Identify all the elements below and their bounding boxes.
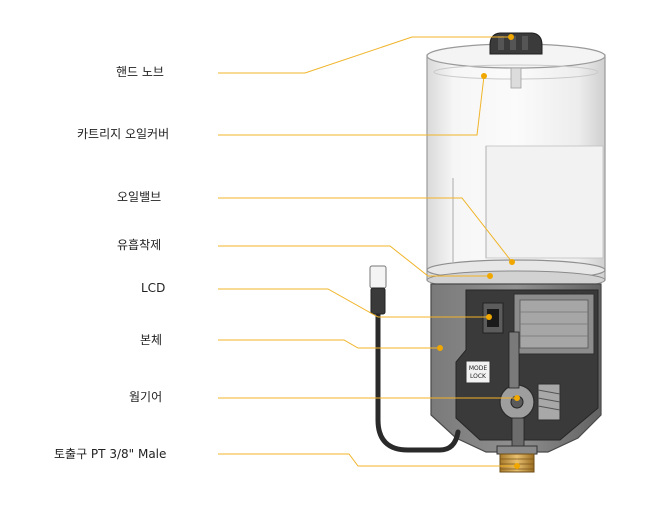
label-lcd: LCD [141,281,166,295]
label-outlet: 토출구 PT 3/8" Male [54,447,167,461]
marker-body [437,345,443,351]
label-absorbent: 유흡착제 [117,238,162,252]
markers [437,34,520,469]
leader-lines [218,36,517,467]
marker-hand-knob [508,34,514,40]
marker-worm-gear [514,395,520,401]
leader-lcd [218,288,489,318]
lock-text: LOCK [470,373,487,380]
device-body: MODE LOCK [430,283,602,453]
marker-oil-valve [509,259,515,265]
label-body: 본체 [140,333,163,347]
leader-hand-knob [218,36,511,74]
power-cable [369,265,461,453]
leader-absorbent [218,245,490,277]
label-cartridge-cover: 카트리지 오일커버 [77,127,170,141]
leader-cartridge-cover [218,75,485,136]
marker-cartridge-cover [481,73,487,79]
label-oil-valve: 오일밸브 [117,190,162,204]
hand-knob [489,32,543,55]
cartridge [426,43,606,290]
label-hand-knob: 핸드 노브 [116,65,164,79]
marker-absorbent [487,273,493,279]
mode-text: MODE [469,365,488,372]
leader-oil-valve [218,197,513,263]
leader-body [218,339,440,349]
marker-lcd [486,314,492,320]
marker-outlet [514,463,520,469]
label-worm-gear: 웜기어 [129,390,163,404]
leader-outlet [218,453,517,467]
